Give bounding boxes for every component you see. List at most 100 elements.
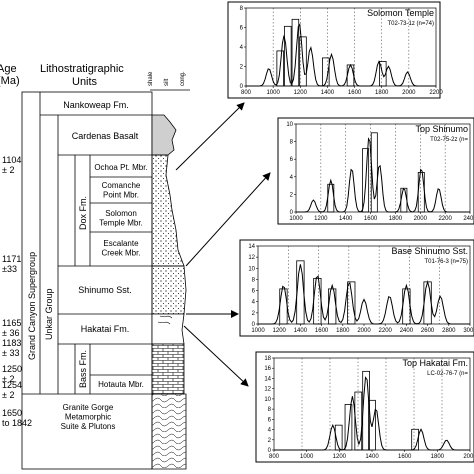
panel-frame [255, 351, 474, 463]
panel-title: Top Hakatai Fm. [402, 358, 468, 368]
probability-curve [274, 376, 470, 451]
y-tick-label: 0 [252, 322, 256, 328]
x-tick-label: 2200 [379, 328, 393, 334]
age-label: ± 2 [2, 374, 14, 384]
x-tick-label: 2000 [414, 216, 428, 222]
y-tick-label: 0 [268, 448, 272, 454]
litho-title: Lithostratigraphic [40, 63, 124, 75]
lith-col-cong: cong. [180, 71, 186, 86]
lithology-profile [151, 114, 187, 470]
x-tick-label: 1000 [266, 90, 280, 96]
y-tick-label: 4 [268, 428, 272, 434]
supergroup-label: Grand Canyon Supergroup [27, 252, 37, 360]
probability-curve [258, 264, 470, 325]
y-tick-label: 4 [290, 175, 294, 181]
unit-label-comanche: Point Mbr. [103, 191, 139, 200]
age-label: 1171 [2, 254, 21, 264]
unit-label-escalante: Escalante [103, 239, 139, 248]
arrow-top-shinumo [185, 172, 271, 267]
y-tick-label: 6 [268, 417, 272, 423]
x-tick-label: 1000 [289, 216, 303, 222]
y-tick-label: 2 [290, 192, 294, 198]
y-tick-label: 0 [240, 84, 244, 90]
x-tick-label: 2200 [438, 216, 452, 222]
x-tick-label: 1800 [389, 216, 403, 222]
probability-curve [246, 23, 436, 87]
probability-curve [296, 137, 470, 213]
histogram-bar [411, 428, 419, 451]
y-tick-label: 6 [290, 157, 294, 163]
x-tick-label: 1200 [294, 90, 308, 96]
age-unit: (Ma) [0, 75, 20, 87]
histogram-bar [347, 281, 356, 325]
y-tick-label: 12 [248, 255, 255, 261]
x-tick-label: 2800 [442, 328, 456, 334]
histogram-bar [276, 50, 284, 87]
y-tick-label: 8 [240, 6, 244, 12]
arrow-solomon [175, 102, 245, 171]
unit-label-comanche: Comanche [102, 181, 141, 190]
histogram-bar [362, 148, 370, 213]
x-tick-label: 1400 [321, 90, 335, 96]
x-tick-label: 2400 [400, 328, 414, 334]
strat-column [21, 91, 153, 470]
panel-subtitle: LC-02-76-7 (n= [427, 371, 468, 377]
unit-label-cardenas: Cardenas Basalt [72, 131, 139, 141]
age-label: ±33 [2, 264, 17, 274]
panel-title: Solomon Temple [367, 8, 434, 18]
y-tick-label: 14 [248, 244, 255, 250]
y-tick-label: 2 [268, 438, 272, 444]
age-label: 1183 [2, 338, 21, 348]
unit-label-ochoa: Ochoa Pt. Mbr. [94, 163, 147, 172]
unit-label-basement: Granite Gorge [63, 403, 114, 412]
x-tick-label: 1800 [431, 454, 445, 460]
x-tick-label: 1800 [336, 328, 350, 334]
x-tick-label: 1000 [300, 454, 314, 460]
age-label: 1165 [2, 318, 21, 328]
y-tick-label: 10 [264, 397, 271, 403]
x-tick-label: 1400 [365, 454, 379, 460]
litho-subtitle: Units [72, 76, 98, 88]
panel-subtitle: T02-75-2z (n= [430, 137, 468, 143]
x-tick-label: 1000 [251, 328, 265, 334]
age-label: ± 2 [2, 165, 14, 175]
x-tick-label: 2200 [429, 90, 443, 96]
y-tick-label: 18 [264, 356, 271, 362]
lith-col-silt: silt [164, 78, 170, 86]
age-label: ± 2 [2, 390, 14, 400]
y-tick-label: 2 [240, 65, 244, 71]
age-label: 1650 [2, 408, 22, 418]
histogram-bar [379, 61, 387, 87]
panel-frame [227, 1, 441, 99]
x-tick-label: 2400 [463, 216, 474, 222]
unit-label-escalante: Creek Mbr. [101, 249, 140, 258]
histogram-bar [291, 18, 300, 87]
age-title: Age [0, 63, 17, 75]
x-tick-label: 1800 [375, 90, 389, 96]
histogram-bar [322, 57, 330, 87]
arrow-top-hakatai [183, 325, 249, 387]
histogram-bar [334, 424, 343, 451]
y-tick-label: 2 [252, 311, 256, 317]
group-label: Unkar Group [44, 288, 54, 340]
unit-label-hakatai: Hakatai Fm. [81, 324, 130, 334]
x-tick-label: 1200 [273, 328, 287, 334]
y-tick-label: 4 [240, 45, 244, 51]
bass-label: Bass Fm. [78, 350, 88, 388]
unit-label-basement: Suite & Plutons [61, 422, 116, 431]
unit-label-basement: Metamorphic [65, 413, 111, 422]
age-label: 1250 [2, 364, 22, 374]
unit-label-nankoweap: Nankoweap Fm. [63, 100, 129, 110]
x-tick-label: 1600 [348, 90, 362, 96]
age-label: ± 33 [2, 348, 19, 358]
plot-area [295, 123, 471, 213]
y-tick-label: 14 [264, 376, 271, 382]
unit-label-solomon: Temple Mbr. [99, 219, 143, 228]
panel-subtitle: T02-73-1z (n=74) [387, 21, 434, 27]
